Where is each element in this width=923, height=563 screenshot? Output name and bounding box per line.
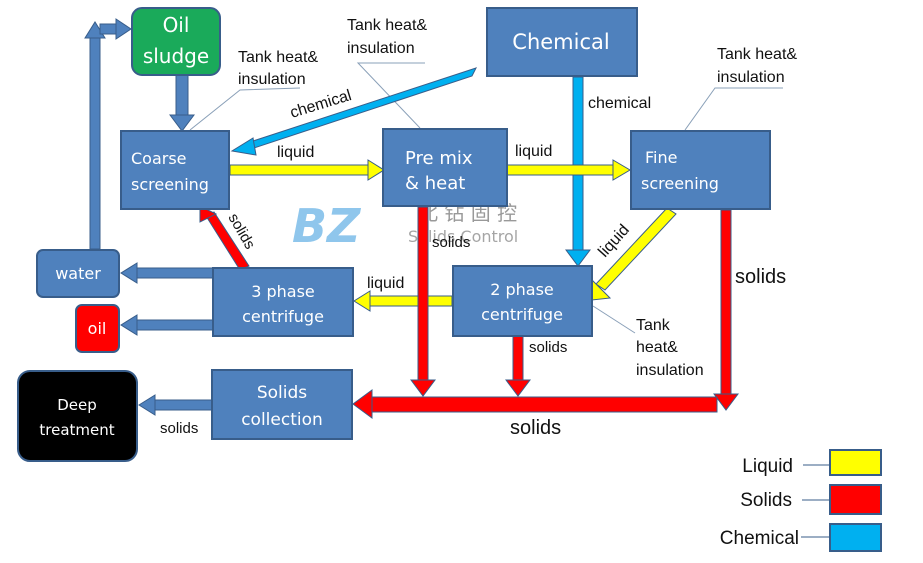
label-solids-2phase: solids	[529, 339, 567, 356]
legend-swatch-solids	[829, 484, 882, 515]
label-solids-deep: solids	[160, 420, 198, 437]
node-oil-label: oil	[88, 319, 107, 338]
legend-label-solids: Solids	[740, 490, 792, 511]
node-water-label: water	[55, 264, 101, 283]
legend-label-chemical: Chemical	[720, 528, 799, 549]
liquid-premix-to-fine-arrow	[506, 159, 631, 181]
node-pre-mix-heat[interactable]: Pre mix & heat	[382, 128, 508, 207]
legend-item-liquid: Liquid	[742, 449, 882, 477]
node-2phase-line2: centrifuge	[481, 305, 563, 324]
node-solids-collection[interactable]: Solids collection	[211, 369, 353, 440]
label-solids-premix: solids	[432, 234, 470, 251]
node-coarse-screening-line1: Coarse	[131, 149, 187, 168]
annotation-tank-heat-premix: Tank heat& insulation	[347, 17, 427, 57]
node-solids-collection-line1: Solids	[257, 383, 307, 403]
legend-item-solids: Solids	[740, 484, 882, 515]
node-fine-screening-line2: screening	[641, 174, 719, 193]
legend-swatch-chemical	[829, 523, 882, 552]
annotation-tank-heat-fine: Tank heat& insulation	[717, 46, 797, 86]
node-oil[interactable]: oil	[75, 304, 120, 353]
solids-2phase-down-arrow	[505, 335, 531, 397]
node-2phase-line1: 2 phase	[490, 280, 554, 299]
legend-swatch-liquid	[829, 449, 882, 476]
node-oil-sludge-line1: Oil	[163, 13, 190, 37]
label-liquid-coarse-premix: liquid	[277, 144, 314, 161]
node-coarse-screening[interactable]: Coarse screening	[120, 130, 230, 210]
node-solids-collection-line2: collection	[241, 410, 323, 430]
node-3phase-line2: centrifuge	[242, 307, 324, 326]
node-deep-treatment-line1: Deep	[57, 396, 97, 414]
annotation-text: Tank heat&	[238, 49, 318, 66]
node-pre-mix-line2: & heat	[405, 173, 465, 194]
legend-item-chemical: Chemical	[720, 523, 882, 552]
liquid-coarse-to-premix-arrow	[229, 159, 385, 181]
sludge-to-coarse-arrow	[169, 74, 195, 132]
node-fine-screening[interactable]: Fine screening	[630, 130, 771, 210]
chemical-diagonal-arrow	[230, 67, 477, 156]
legend: Liquid Solids Chemical	[720, 449, 882, 552]
liquid-2phase-to-3phase-arrow	[353, 290, 453, 312]
annotation-text: Tank	[636, 317, 671, 334]
solids-fine-down-arrow	[713, 209, 739, 411]
watermark: BZ 北 钻 固 控 Solids Control	[292, 199, 518, 253]
watermark-english: Solids Control	[408, 227, 518, 246]
3phase-to-oil-arrow	[120, 314, 214, 336]
callout-lines	[189, 62, 783, 334]
liquid-fine-to-2phase-arrow	[591, 207, 677, 301]
node-deep-treatment-line2: treatment	[39, 421, 114, 439]
node-2-phase-centrifuge[interactable]: 2 phase centrifuge	[452, 265, 593, 337]
node-chemical[interactable]: Chemical	[486, 7, 638, 77]
solids-bottom-to-collection-arrow	[352, 389, 718, 419]
callout-line-2phase	[592, 305, 636, 334]
node-deep-treatment[interactable]: Deep treatment	[17, 370, 138, 462]
annotation-text: Tank heat&	[347, 17, 427, 34]
annotation-text: insulation	[717, 69, 785, 86]
label-solids-fine: solids	[735, 266, 786, 288]
collection-to-deep-arrow	[138, 394, 213, 416]
node-pre-mix-line1: Pre mix	[405, 148, 473, 169]
node-oil-sludge[interactable]: Oil sludge	[131, 7, 221, 76]
annotation-text: Tank heat&	[717, 46, 797, 63]
legend-label-liquid: Liquid	[742, 456, 793, 477]
node-water[interactable]: water	[36, 249, 120, 298]
annotation-text: heat&	[636, 339, 678, 356]
node-coarse-screening-line2: screening	[131, 175, 209, 194]
callout-line-premix	[356, 62, 425, 129]
annotation-text: insulation	[238, 71, 306, 88]
node-3-phase-centrifuge[interactable]: 3 phase centrifuge	[212, 267, 354, 337]
annotation-tank-heat-coarse: Tank heat& insulation	[238, 49, 318, 88]
node-oil-sludge-line2: sludge	[143, 44, 209, 68]
label-liquid-2phase-3phase: liquid	[367, 275, 404, 292]
label-solids-bottom: solids	[510, 417, 561, 439]
callout-line-coarse	[189, 87, 301, 131]
node-chemical-label: Chemical	[512, 30, 609, 54]
annotation-text: insulation	[347, 40, 415, 57]
label-chemical-vertical: chemical	[588, 95, 651, 112]
annotation-text: insulation	[636, 362, 704, 379]
annotation-tank-heat-2phase: Tank heat& insulation	[636, 317, 704, 379]
node-3phase-line1: 3 phase	[251, 282, 315, 301]
label-liquid-premix-fine: liquid	[515, 143, 552, 160]
node-fine-screening-line1: Fine	[645, 148, 677, 167]
callout-line-fine	[684, 87, 783, 131]
3phase-to-water-arrow	[120, 262, 214, 284]
watermark-logo: BZ	[292, 199, 362, 253]
